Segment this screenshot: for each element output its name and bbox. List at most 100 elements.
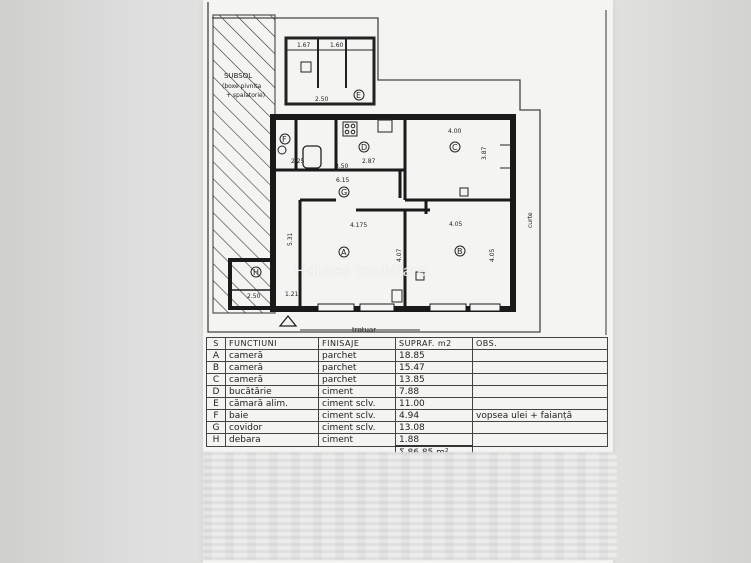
property-boundary bbox=[207, 2, 541, 333]
row-code: G bbox=[206, 421, 226, 434]
basement bbox=[284, 36, 376, 106]
table-row: B cameră parchet 15.47 bbox=[206, 361, 608, 374]
row-finish: ciment sclv. bbox=[318, 421, 396, 434]
row-finish: ciment sclv. bbox=[318, 409, 396, 422]
row-function: cameră bbox=[225, 361, 319, 374]
row-code: E bbox=[206, 397, 226, 410]
header-function: FUNCTIUNI bbox=[225, 337, 319, 350]
dim-4175: 4.175 bbox=[350, 222, 367, 229]
row-area: 18.85 bbox=[395, 349, 473, 362]
row-code: D bbox=[206, 385, 226, 398]
dim-531: 5.31 bbox=[287, 232, 294, 246]
dim-615: 6.15 bbox=[336, 177, 350, 184]
row-code: H bbox=[206, 433, 226, 447]
dim-287: 2.87 bbox=[362, 158, 376, 165]
stove-c-icon bbox=[459, 187, 469, 197]
dim-387: 3.87 bbox=[481, 146, 488, 160]
table-header-row: S FUNCTIUNI FINISAJE SUPRAF. m2 OBS. bbox=[206, 337, 608, 350]
row-code: C bbox=[206, 373, 226, 386]
row-finish: parchet bbox=[318, 361, 396, 374]
toilet-icon bbox=[277, 145, 287, 155]
row-finish: ciment bbox=[318, 385, 396, 398]
dim-407: 4.07 bbox=[396, 248, 403, 262]
side-label: curte bbox=[527, 212, 534, 228]
row-obs bbox=[472, 397, 608, 410]
sink-icon bbox=[377, 119, 393, 133]
table-row: A cameră parchet 18.85 bbox=[206, 349, 608, 362]
row-obs bbox=[472, 385, 608, 398]
rooms-table: S FUNCTIUNI FINISAJE SUPRAF. m2 OBS. A c… bbox=[206, 337, 608, 459]
row-function: baie bbox=[225, 409, 319, 422]
room-label-f: F bbox=[282, 135, 287, 144]
annex-walls bbox=[228, 258, 276, 310]
row-obs bbox=[472, 361, 608, 374]
row-obs bbox=[472, 433, 608, 447]
row-obs bbox=[472, 373, 608, 386]
dim-350: 3.50 bbox=[335, 163, 349, 170]
dim-250: 2.50 bbox=[315, 96, 329, 103]
row-function: covidor bbox=[225, 421, 319, 434]
room-label-a: A bbox=[341, 248, 347, 257]
basement-note-1: (boxe pivnita bbox=[222, 83, 261, 90]
room-label-d: D bbox=[361, 143, 367, 152]
header-area: SUPRAF. m2 bbox=[395, 337, 473, 350]
basement-label: SUBSOL bbox=[224, 72, 252, 80]
row-obs bbox=[472, 421, 608, 434]
row-code: B bbox=[206, 361, 226, 374]
row-code: A bbox=[206, 349, 226, 362]
basement-note-2: + spalatorie) bbox=[226, 92, 265, 99]
header-code: S bbox=[206, 337, 226, 350]
table-row: E cămară alim. ciment sclv. 11.00 bbox=[206, 397, 608, 410]
table-row: C cameră parchet 13.85 bbox=[206, 373, 608, 386]
hatched-wall bbox=[212, 14, 276, 314]
row-finish: parchet bbox=[318, 373, 396, 386]
table-row: H debara ciment 1.88 bbox=[206, 433, 608, 447]
door-b-icon bbox=[391, 289, 403, 303]
row-function: bucătărie bbox=[225, 385, 319, 398]
room-label-e: E bbox=[356, 91, 361, 100]
windows bbox=[317, 303, 501, 312]
table-row: D bucătărie ciment 7.88 bbox=[206, 385, 608, 398]
row-area: 11.00 bbox=[395, 397, 473, 410]
dim-121: 1.21 bbox=[285, 291, 299, 298]
row-obs: vopsea ulei + faianță bbox=[472, 409, 608, 422]
table-row: F baie ciment sclv. 4.94 vopsea ulei + f… bbox=[206, 409, 608, 422]
row-finish: ciment sclv. bbox=[318, 397, 396, 410]
row-area: 1.88 bbox=[395, 433, 473, 447]
room-label-b: B bbox=[457, 247, 463, 256]
dim-box1: 1.67 bbox=[297, 42, 311, 49]
stove-b-icon bbox=[415, 271, 425, 281]
street-label: trotuar bbox=[352, 326, 376, 334]
dim-405: 4.05 bbox=[449, 221, 463, 228]
row-function: cămară alim. bbox=[225, 397, 319, 410]
room-label-g: G bbox=[341, 188, 347, 197]
dim-250b: 2.50 bbox=[247, 293, 261, 300]
row-finish: ciment bbox=[318, 433, 396, 447]
row-function: cameră bbox=[225, 349, 319, 362]
entrance-icon bbox=[278, 314, 298, 327]
room-label-c: C bbox=[452, 143, 458, 152]
dim-405b: 4.05 bbox=[489, 248, 496, 262]
row-finish: parchet bbox=[318, 349, 396, 362]
stove-icon bbox=[342, 121, 358, 137]
row-area: 7.88 bbox=[395, 385, 473, 398]
row-function: debara bbox=[225, 433, 319, 447]
row-area: 4.94 bbox=[395, 409, 473, 422]
row-area: 13.08 bbox=[395, 421, 473, 434]
room-label-h: H bbox=[253, 268, 259, 277]
header-finish: FINISAJE bbox=[318, 337, 396, 350]
row-code: F bbox=[206, 409, 226, 422]
row-area: 13.85 bbox=[395, 373, 473, 386]
dim-box2: 1.60 bbox=[330, 42, 344, 49]
dim-225: 2.25 bbox=[291, 158, 305, 165]
dim-400: 4.00 bbox=[448, 128, 462, 135]
row-obs bbox=[472, 349, 608, 362]
watermark: Habitas Imobiliare bbox=[295, 263, 427, 280]
inner-walls bbox=[273, 117, 513, 306]
blurred-area bbox=[203, 452, 617, 560]
row-function: cameră bbox=[225, 373, 319, 386]
header-obs: OBS. bbox=[472, 337, 608, 350]
bathtub-icon bbox=[302, 145, 322, 169]
table-row: G covidor ciment sclv. 13.08 bbox=[206, 421, 608, 434]
